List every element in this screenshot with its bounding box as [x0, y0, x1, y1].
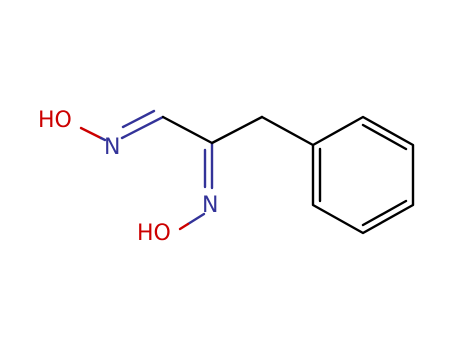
benzene-double-2: [361, 123, 408, 151]
benzene-ring: [311, 115, 415, 235]
bond-o1-n1: [79, 126, 103, 140]
bond-n1-c1-double: [121, 109, 156, 129]
bond-n2-o2b: [178, 222, 190, 231]
bond-c3-c4: [260, 115, 315, 147]
atom-label-ho-upper: HO: [38, 108, 72, 133]
bond-c1-c2: [161, 115, 214, 145]
bond-o1-n1b: [99, 136, 107, 142]
atom-label-ho-lower: HO: [137, 221, 171, 246]
benzene-double-3: [361, 199, 408, 227]
atom-label-n-lower: N: [202, 193, 218, 218]
bond-n2-o2: [186, 212, 206, 226]
atom-label-n-upper: N: [104, 135, 120, 160]
bond-c2-c3: [210, 115, 264, 145]
bond-n1-c1: [120, 115, 165, 140]
